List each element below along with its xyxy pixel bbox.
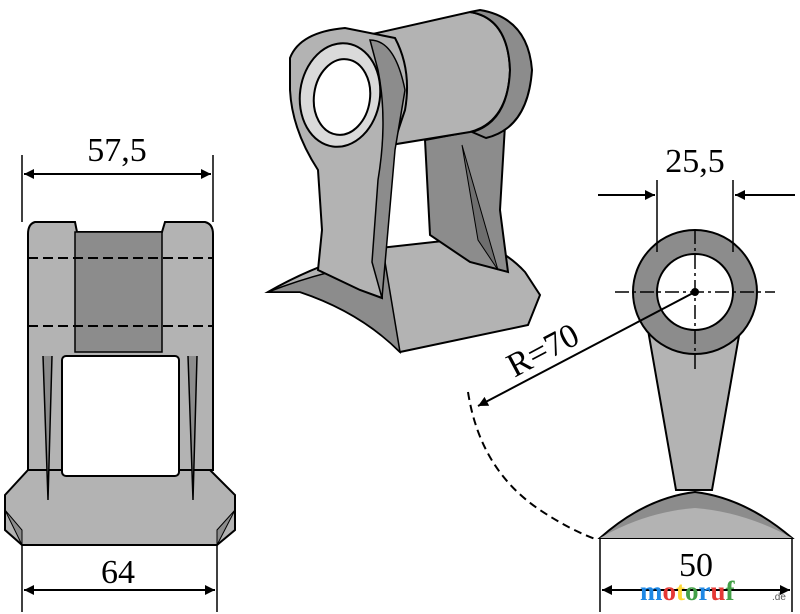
watermark-suffix: .de	[772, 592, 786, 603]
isometric-view	[264, 8, 542, 355]
watermark-letter: u	[710, 576, 725, 606]
isometric-view-bore	[312, 58, 372, 136]
dimension-top-width: 57,5	[21, 132, 214, 222]
dimension-bore-label: 25,5	[665, 143, 725, 180]
watermark-letter: o	[685, 576, 699, 606]
dimension-top-width-label: 57,5	[87, 132, 147, 169]
watermark-letter: f	[726, 576, 736, 606]
front-view-tube	[74, 231, 163, 353]
watermark: motoruf .de	[640, 576, 786, 606]
dimension-foot-width-label: 50	[679, 547, 713, 584]
front-view	[4, 221, 236, 546]
side-view	[467, 229, 795, 541]
front-view-window	[61, 355, 180, 477]
dimension-bore: 25,5	[598, 143, 795, 252]
watermark-letter: r	[699, 576, 711, 606]
dimension-foot-width: 50	[599, 538, 793, 612]
watermark-letter: m	[640, 576, 663, 606]
dimension-bottom-width-label: 64	[101, 554, 135, 591]
watermark-letter: t	[676, 576, 685, 606]
radius-arc	[467, 391, 599, 541]
dimension-bottom-width: 64	[21, 545, 218, 612]
watermark-text: motoruf	[640, 576, 736, 606]
front-view-base	[4, 469, 236, 546]
watermark-letter: o	[663, 576, 677, 606]
